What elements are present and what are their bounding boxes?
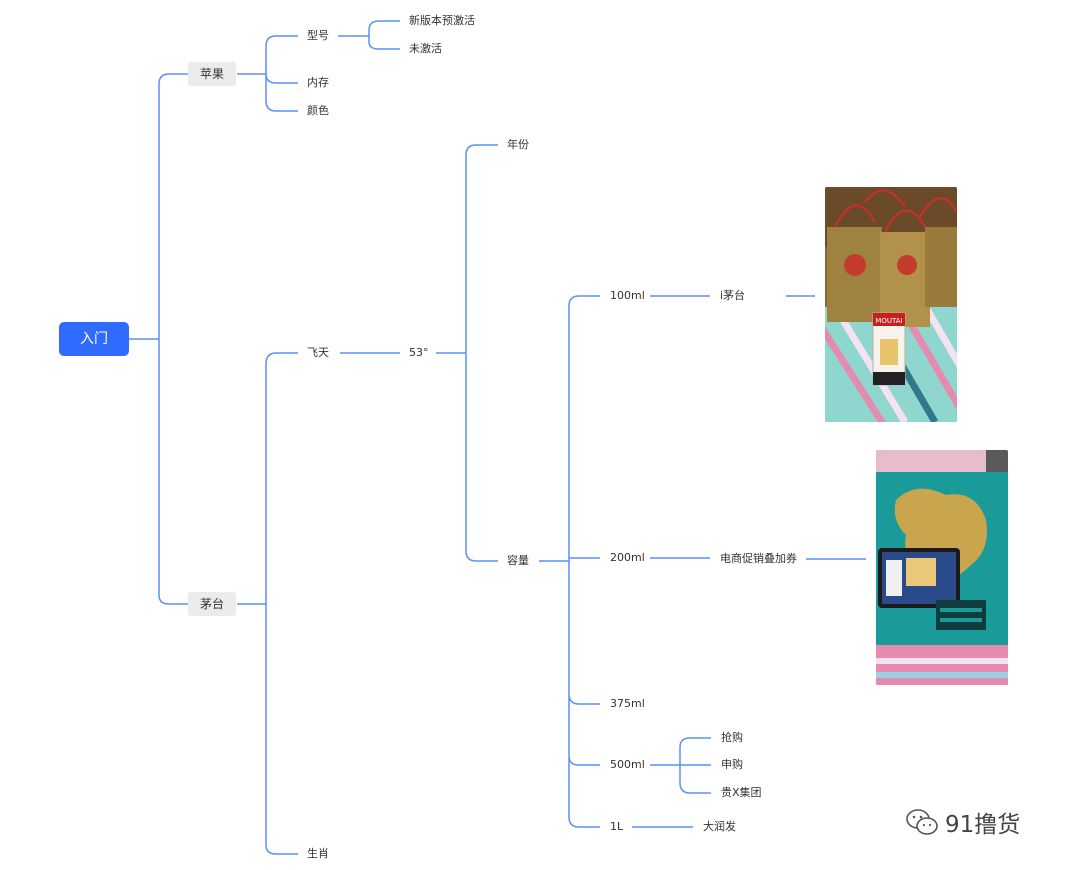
connector-moutai xyxy=(237,352,298,855)
node-500ml[interactable]: 500ml xyxy=(610,758,645,771)
node-model-preactivated[interactable]: 新版本预激活 xyxy=(409,14,475,27)
connector-root xyxy=(129,73,188,605)
node-1l[interactable]: 1L xyxy=(610,820,624,833)
node-apply-buy[interactable]: 申购 xyxy=(721,758,743,771)
root-node[interactable]: 入门 xyxy=(59,322,129,356)
gift-box-image xyxy=(876,450,1008,685)
node-zodiac[interactable]: 生肖 xyxy=(307,847,329,860)
connector-apple xyxy=(237,35,298,112)
watermark-text: 91撸货 xyxy=(945,812,1021,838)
node-capacity[interactable]: 容量 xyxy=(507,554,529,567)
watermark: 91撸货 xyxy=(905,804,1020,840)
node-53-degree[interactable]: 53° xyxy=(409,346,429,359)
node-color[interactable]: 颜色 xyxy=(307,104,329,117)
node-i-moutai[interactable]: i茅台 xyxy=(720,289,746,302)
node-memory[interactable]: 内存 xyxy=(307,76,329,89)
wechat-icon xyxy=(906,809,938,835)
branch-apple[interactable]: 苹果 xyxy=(188,62,236,86)
moutai-box-label: MOUTAI xyxy=(875,317,902,325)
connector-200ml xyxy=(650,557,866,560)
gift-box-with-phone-photo[interactable] xyxy=(876,450,1008,685)
connector-capacity xyxy=(539,295,600,828)
node-year[interactable]: 年份 xyxy=(507,138,529,151)
moutai-gift-bags-photo[interactable]: MOUTAI xyxy=(825,187,957,422)
node-rt-mart[interactable]: 大润发 xyxy=(703,820,736,833)
node-375ml[interactable]: 375ml xyxy=(610,697,645,710)
connector-degree xyxy=(436,144,498,562)
node-rush-buy[interactable]: 抢购 xyxy=(721,731,743,744)
moutai-gift-bags-image: MOUTAI xyxy=(825,187,957,422)
node-model[interactable]: 型号 xyxy=(307,29,329,42)
node-200ml[interactable]: 200ml xyxy=(610,551,645,564)
node-feitian[interactable]: 飞天 xyxy=(307,346,329,359)
connector-model xyxy=(338,20,400,50)
branch-moutai[interactable]: 茅台 xyxy=(188,592,236,616)
connector-500ml xyxy=(650,737,711,794)
node-100ml[interactable]: 100ml xyxy=(610,289,645,302)
node-guizhou-group[interactable]: 贵X集团 xyxy=(721,786,762,799)
node-ecommerce-coupon[interactable]: 电商促销叠加券 xyxy=(720,552,797,565)
node-model-inactive[interactable]: 未激活 xyxy=(409,42,442,55)
